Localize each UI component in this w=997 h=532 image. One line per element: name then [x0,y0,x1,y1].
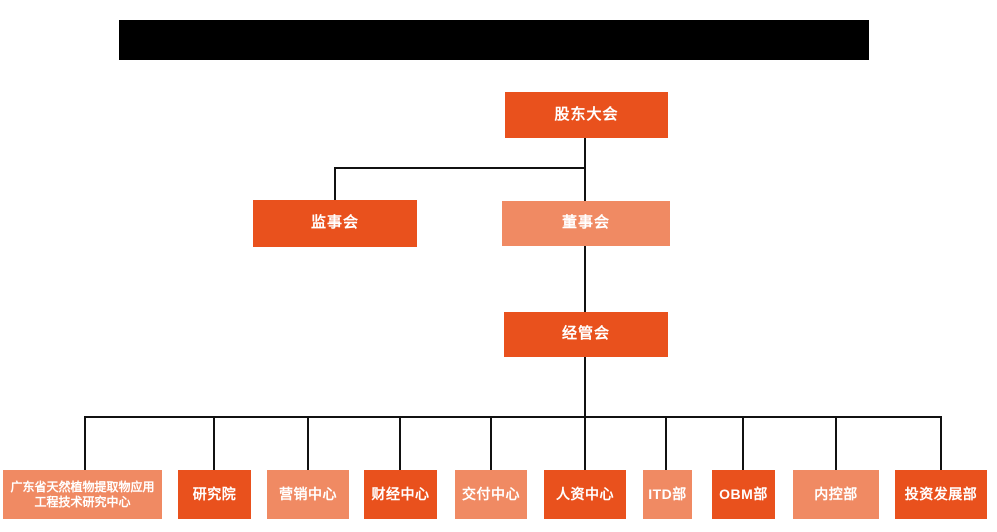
org-node-investment-dev-dept[interactable]: 投资发展部 [895,470,987,519]
org-node-internal-control-dept[interactable]: 内控部 [793,470,879,519]
org-node-guangdong-research-center[interactable]: 广东省天然植物提取物应用工程技术研究中心 [3,470,162,519]
org-node-research-institute[interactable]: 研究院 [178,470,251,519]
org-node-board-of-directors[interactable]: 董事会 [502,201,670,246]
org-node-finance-center[interactable]: 财经中心 [364,470,437,519]
org-node-management-committee[interactable]: 经管会 [504,312,668,357]
org-node-marketing-center[interactable]: 营销中心 [267,470,349,519]
org-node-delivery-center[interactable]: 交付中心 [455,470,527,519]
org-node-obm-dept[interactable]: OBM部 [712,470,775,519]
org-node-itd-dept[interactable]: ITD部 [643,470,692,519]
org-node-supervisory-board[interactable]: 监事会 [253,200,417,247]
org-node-hr-center[interactable]: 人资中心 [544,470,626,519]
redacted-title-bar [119,20,869,60]
org-node-shareholders-meeting[interactable]: 股东大会 [505,92,668,138]
